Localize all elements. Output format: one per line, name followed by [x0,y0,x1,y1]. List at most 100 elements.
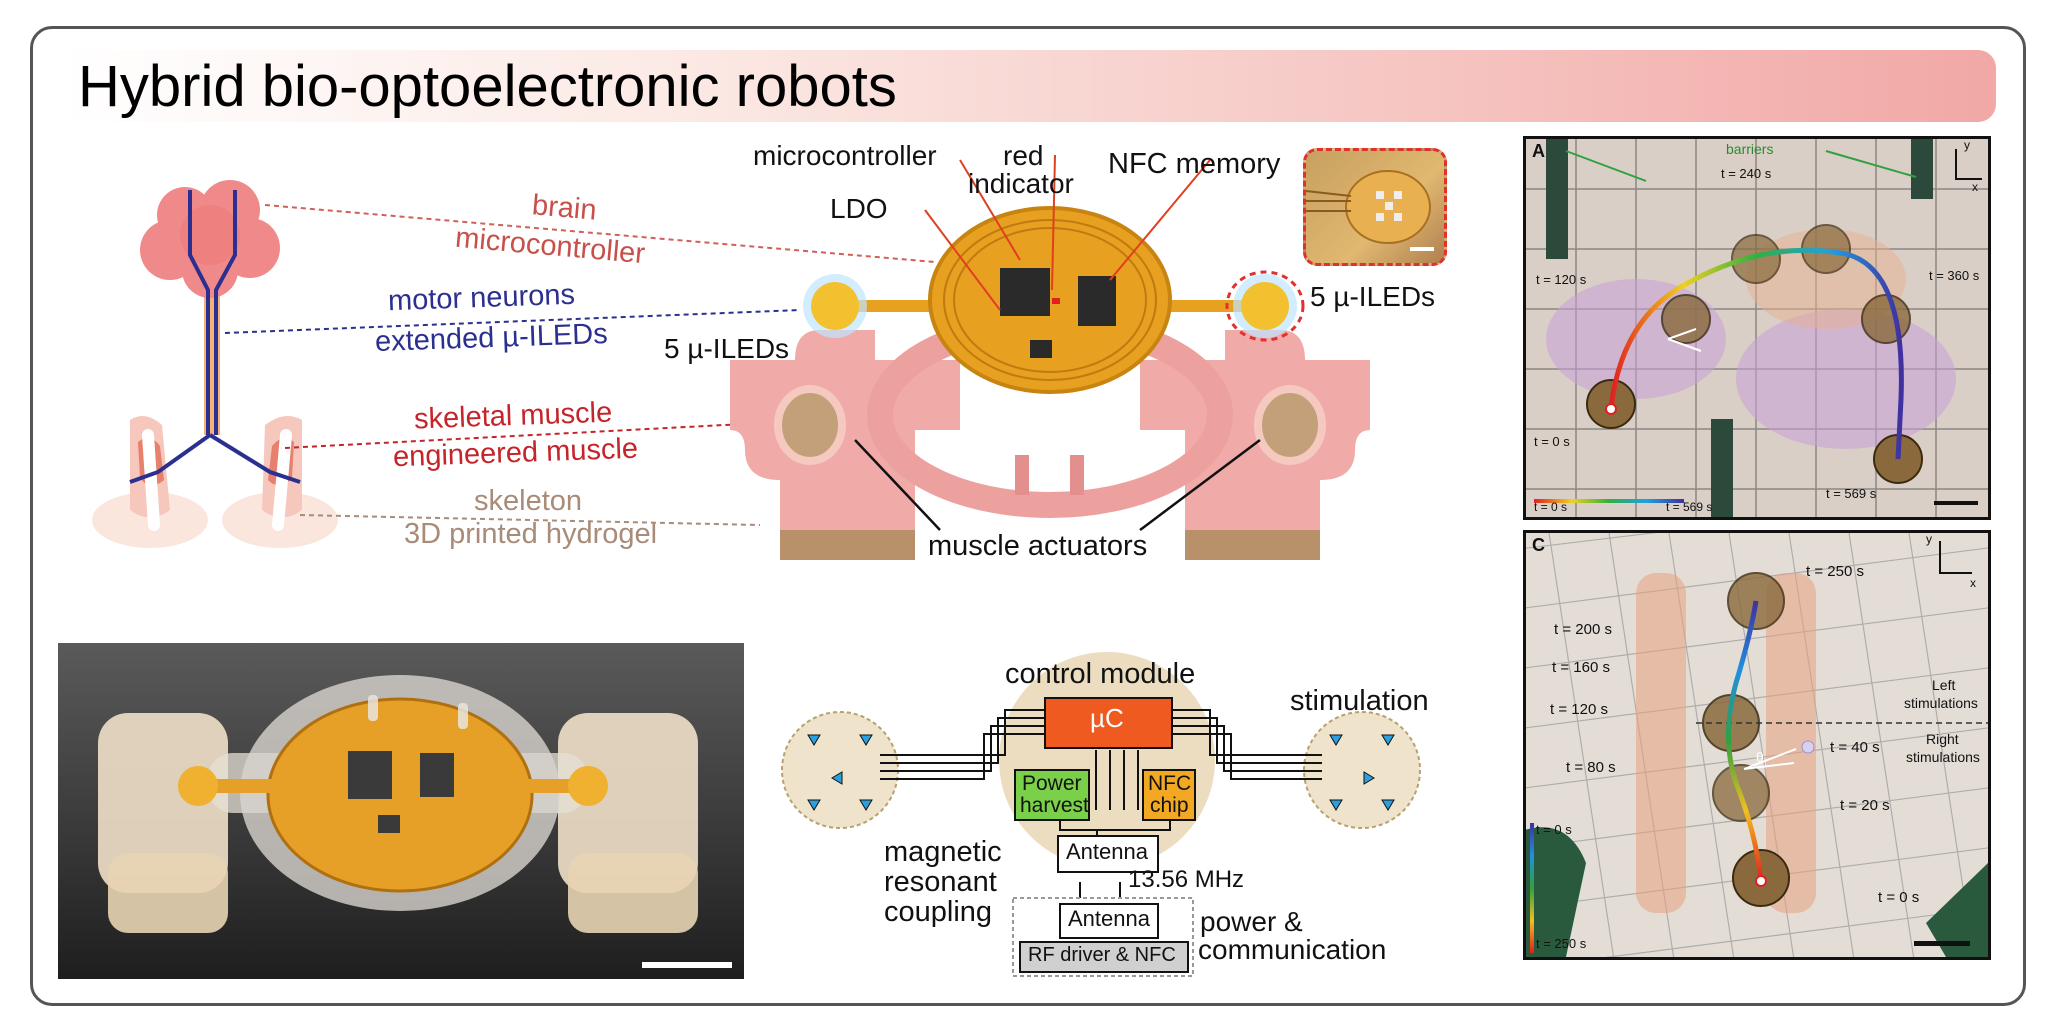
label-microcontroller: microcontroller [753,140,937,171]
ldo-chip [1030,340,1052,358]
panel-a-axis-x: x [1972,180,1978,194]
panel-a-scale-t0: t = 0 s [1534,500,1568,514]
label-resonant: resonant [884,866,997,898]
coil-trace [953,227,1147,373]
ring-post [1015,455,1029,495]
rf-driver-block [1019,941,1189,973]
panel-c-t20: t = 20 s [1840,797,1890,814]
label-iled-right: 5 µ-ILEDs [1310,281,1436,312]
hydrogel-base-right [1185,530,1320,560]
panel-c-right-2: stimulations [1906,749,1980,765]
motor-neuron-paths [129,190,301,484]
panel-a-barriers: barriers [1726,141,1774,157]
antenna-top-block [1057,835,1159,873]
bone-right [272,429,292,531]
panel-c-t160: t = 160 s [1552,659,1610,676]
label-brain: brain [530,189,598,227]
label-nfc-memory: NFC memory [1108,148,1281,180]
label-uc: µC [1090,703,1124,733]
iled-inset-photo [1303,148,1447,266]
colorbar [1530,823,1534,953]
label-frequency: 13.56 MHz [1128,866,1245,893]
label-stimulation: stimulation [1290,685,1429,717]
iled-pad-left [811,282,859,330]
panel-c-t250: t = 250 s [1806,563,1864,580]
panel-c-scale-t0: t = 0 s [1536,822,1572,837]
panel-c-scale-t250: t = 250 s [1536,936,1587,951]
scale-bar [642,962,732,968]
panel-a-t360: t = 360 s [1929,268,1980,283]
iled-pad-right [1241,282,1289,330]
label-antenna-bottom: Antenna [1068,906,1150,931]
iled-highlight-right [1225,270,1305,342]
block-diagram [781,652,1421,977]
panel-a-t0: t = 0 s [1534,434,1570,449]
label-iled-left: 5 µ-ILEDs [664,333,790,364]
panel-c-t0: t = 0 s [1878,889,1920,906]
panel-c-left-1: Left [1932,677,1956,693]
muscle-actuator-left [774,385,846,465]
panel-c-theta: θ [1756,749,1764,765]
nfc-memory-chip [1078,276,1116,326]
coil-trace [943,219,1157,381]
label-harvest: harvest [1020,794,1089,817]
red-indicator [1052,298,1060,304]
panel-a-label: A [1532,141,1545,161]
brain-lobe [180,205,240,265]
colorbar [1534,499,1684,503]
panel-c-left-2: stimulations [1904,695,1978,711]
scale-bar [1410,247,1434,251]
robot-photo [58,643,744,979]
ring-post [1070,455,1084,495]
device-rendering [730,154,1370,560]
panel-c-t120: t = 120 s [1550,701,1608,718]
muscle-actuator-right [1254,385,1326,465]
title-bar [62,50,1996,122]
antenna-bottom-block [1059,903,1159,939]
label-skeleton: skeleton [474,485,583,517]
panel-a-axis-y: y [1964,138,1970,152]
label-ldo: LDO [830,193,888,224]
panel-c-label: C [1532,535,1545,555]
nfc-chip-block [1142,769,1196,821]
label-nfc: NFC [1148,772,1192,795]
led-group-right [1303,711,1421,829]
scale-bar [1914,941,1970,946]
biological-analogy-illustration [92,180,338,548]
label-power: Power [1022,772,1082,795]
label-coupling: coupling [884,896,993,928]
panel-c-right-1: Right [1926,731,1959,747]
panel-c-t80: t = 80 s [1566,759,1616,776]
label-motor-neurons: motor neurons [387,278,576,318]
label-power-comm-2: communication [1198,934,1387,965]
panel-a-t569: t = 569 s [1826,486,1877,501]
trajectory-path [1608,247,1904,460]
microcontroller-chip [1000,268,1050,316]
panel-c: C t = 250 s t = 200 s t = 160 s t = 120 … [1523,530,1991,960]
label-rf-driver: RF driver & NFC [1028,944,1176,966]
rf-driver-group [1012,897,1194,977]
bone-left [142,429,160,531]
label-muscle-actuators: muscle actuators [928,530,1148,562]
scale-bar [1934,501,1978,505]
trajectory-path [1726,600,1764,882]
page-title: Hybrid bio-optoelectronic robots [78,54,897,119]
label-indicator: indicator [968,168,1074,199]
label-magnetic: magnetic [884,836,1002,868]
label-chip: chip [1150,794,1189,817]
label-power-comm-1: power & [1200,906,1303,937]
hydrogel-base-left [780,530,915,560]
panel-c-axis-x: x [1970,576,1976,590]
label-hydrogel: 3D printed hydrogel [404,518,658,550]
label-control-module: control module [1005,658,1196,690]
panel-c-t40: t = 40 s [1830,739,1880,756]
label-red: red [1003,140,1044,171]
label-antenna-top: Antenna [1066,839,1148,864]
panel-c-axis-y: y [1926,532,1932,546]
panel-a-t120: t = 120 s [1536,272,1587,287]
panel-a-t240: t = 240 s [1721,166,1772,181]
panel-a: A barriers t = 240 s t = 120 s t = 360 s… [1523,136,1991,520]
power-harvest-block [1014,769,1090,821]
label-skeletal-muscle: skeletal muscle [413,396,613,436]
